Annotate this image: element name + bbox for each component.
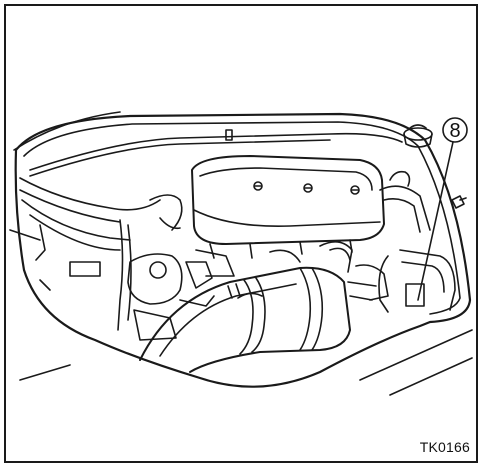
right-hoses <box>378 170 456 313</box>
engine-bay-inner-lip <box>23 121 461 315</box>
engine-bay-outline <box>14 112 472 388</box>
body-panel-lines <box>9 111 473 396</box>
intake-plenum <box>191 155 385 259</box>
air-intake-duct <box>139 266 351 373</box>
callout-circle <box>442 117 468 143</box>
callout-number: 8 <box>449 120 460 142</box>
figure-code: TK0166 <box>419 439 470 455</box>
callout-leader-line <box>417 141 454 301</box>
engine-components <box>127 241 389 341</box>
left-cable-bundle <box>19 177 183 331</box>
top-harness <box>29 129 403 177</box>
body-bolt <box>451 195 467 209</box>
oil-filler-cap <box>403 124 433 148</box>
